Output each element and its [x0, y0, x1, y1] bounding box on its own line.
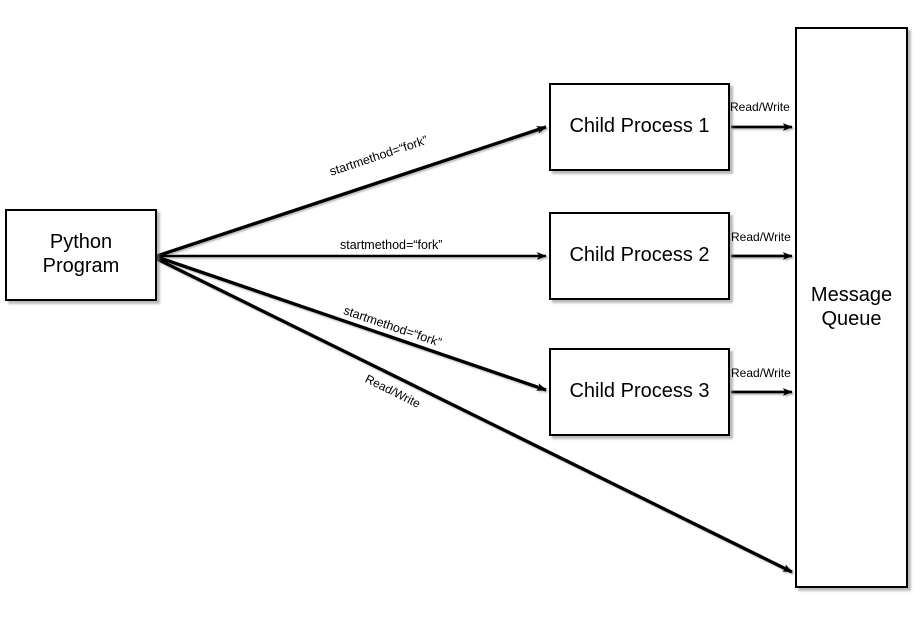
- node-child-process-1[interactable]: Child Process 1: [549, 83, 730, 171]
- edge-label-child3-queue: Read/Write: [731, 366, 791, 380]
- edge-fork-1-line: [156, 125, 547, 258]
- node-child-process-1-label: Child Process 1: [569, 115, 710, 138]
- node-child-process-2[interactable]: Child Process 2: [549, 212, 730, 300]
- node-message-queue-label: Message Queue: [810, 283, 893, 330]
- node-python-program[interactable]: Python Program: [5, 209, 157, 301]
- edge-label-fork-2: startmethod=“fork”: [340, 238, 443, 252]
- node-message-queue[interactable]: Message Queue: [795, 27, 908, 588]
- node-child-process-3-label: Child Process 3: [569, 380, 710, 403]
- node-python-program-label: Python Program: [42, 231, 120, 277]
- edge-fork-3-line: [156, 255, 547, 392]
- edge-label-child1-queue: Read/Write: [730, 100, 790, 114]
- edge-label-child2-queue: Read/Write: [731, 230, 791, 244]
- node-child-process-3[interactable]: Child Process 3: [549, 348, 730, 436]
- edge-program-queue-line: [156, 257, 793, 574]
- node-child-process-2-label: Child Process 2: [569, 244, 710, 267]
